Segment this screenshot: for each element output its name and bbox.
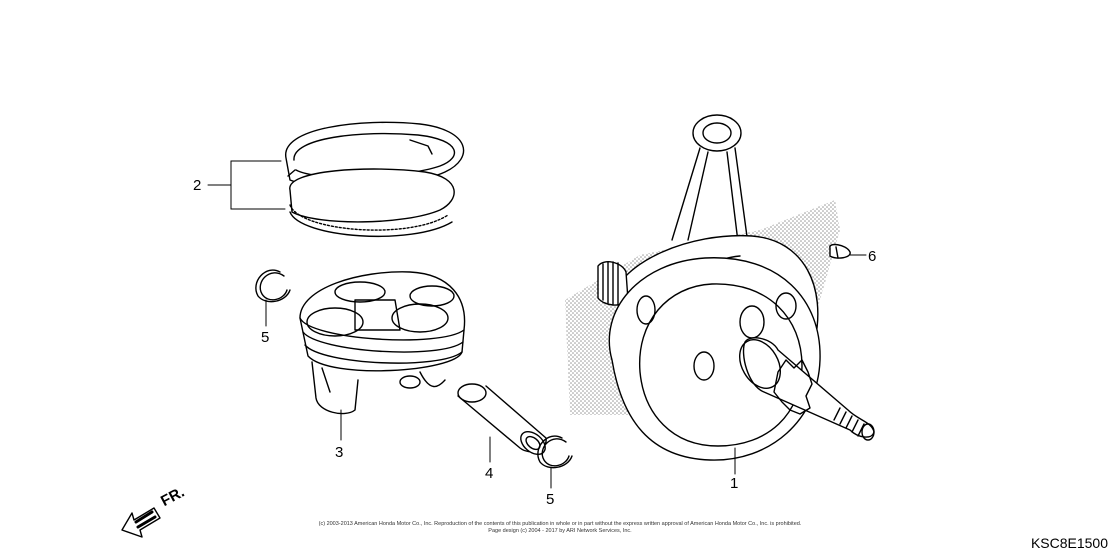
crankshaft-assembly[interactable] xyxy=(597,114,875,461)
copyright-line-2: Page design (c) 2004 - 2017 by ARI Netwo… xyxy=(488,528,632,534)
circlip-right[interactable] xyxy=(537,435,573,469)
piston[interactable] xyxy=(299,271,466,415)
copyright-line-1: (c) 2003-2013 American Honda Motor Co., … xyxy=(318,521,802,527)
callout-woodruff-key[interactable]: 6 xyxy=(868,248,877,265)
diagram-code: KSC8E1500 xyxy=(1030,535,1108,551)
circlip-left[interactable] xyxy=(255,269,291,303)
callout-crankshaft[interactable]: 1 xyxy=(730,475,739,492)
callout-piston-pin[interactable]: 4 xyxy=(485,465,494,482)
copyright-notice: (c) 2003-2013 American Honda Motor Co., … xyxy=(300,521,820,535)
callout-piston[interactable]: 3 xyxy=(335,444,344,461)
piston-pin[interactable] xyxy=(457,383,550,459)
front-direction-arrow-icon xyxy=(121,507,161,538)
callout-clip-right[interactable]: 5 xyxy=(546,491,555,508)
piston-ring-set[interactable] xyxy=(285,121,465,238)
woodruff-key[interactable] xyxy=(829,243,851,259)
leader-lines xyxy=(207,160,867,489)
callout-clip-left[interactable]: 5 xyxy=(261,329,270,346)
callout-piston-ring-set[interactable]: 2 xyxy=(193,177,202,194)
